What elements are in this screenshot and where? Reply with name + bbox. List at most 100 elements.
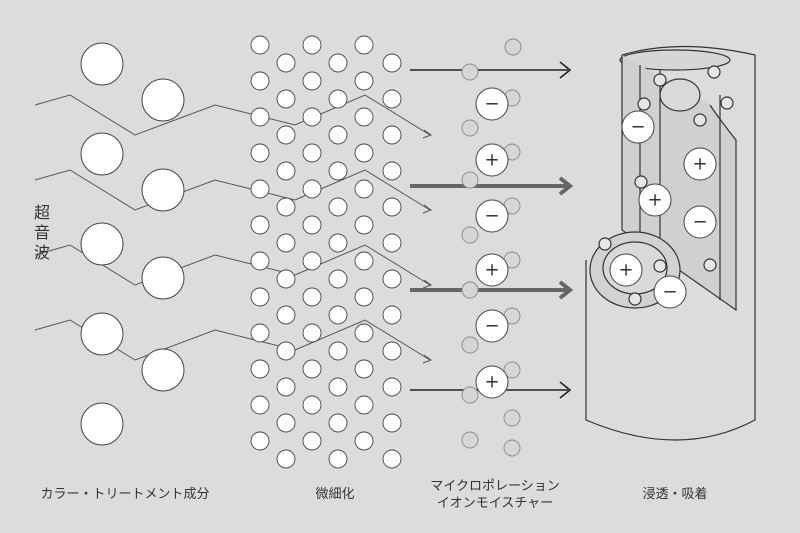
micro-particle (328, 161, 348, 181)
micro-particle (382, 197, 402, 217)
micro-particle (354, 395, 374, 415)
micro-particle (328, 197, 348, 217)
micro-particle (354, 35, 374, 55)
moisture-particle (461, 63, 479, 81)
treatment-component-particles (80, 42, 185, 446)
micro-particle (250, 143, 270, 163)
moisture-particle (461, 171, 479, 189)
micro-particle (250, 323, 270, 343)
micro-particle (250, 179, 270, 199)
stage-label-microporation: マイクロポレーション (430, 479, 560, 494)
micro-particle (250, 395, 270, 415)
ultrasound-wave (34, 169, 431, 211)
plus-sign: + (484, 150, 499, 171)
hair-particle (598, 237, 612, 251)
micro-particle (328, 269, 348, 289)
plus-sign: + (692, 154, 707, 175)
micro-particle (250, 287, 270, 307)
micro-particle (276, 341, 296, 361)
micro-particle (276, 125, 296, 145)
micro-particle (382, 377, 402, 397)
flow-arrow-head (558, 280, 574, 300)
negative-ion (475, 199, 509, 233)
ultrasound-label: 超音波 (31, 204, 50, 264)
treatment-particle (80, 222, 124, 266)
hair-particle (653, 259, 667, 273)
positive-ion (475, 365, 509, 399)
micro-particle (354, 179, 374, 199)
micro-particle (354, 251, 374, 271)
micro-particle (328, 341, 348, 361)
micro-particle (382, 89, 402, 109)
micro-particle (302, 215, 322, 235)
minus-sign: − (484, 316, 499, 337)
plus-sign: + (647, 190, 662, 211)
micro-particle (302, 71, 322, 91)
negative-ion (621, 110, 655, 144)
micro-particle (382, 125, 402, 145)
micro-particle (328, 233, 348, 253)
micro-particle (382, 53, 402, 73)
moisture-particle (461, 119, 479, 137)
wave-arrowhead (422, 354, 433, 364)
micro-particle (276, 161, 296, 181)
micro-particle (382, 413, 402, 433)
minus-sign: − (630, 117, 645, 138)
micro-particle (354, 359, 374, 379)
treatment-particle (141, 168, 185, 212)
micro-particle (354, 431, 374, 451)
hair-cross-section (585, 45, 756, 441)
micro-particle (382, 449, 402, 469)
moisture-particle (461, 226, 479, 244)
micro-particle (250, 359, 270, 379)
moisture-particle (461, 281, 479, 299)
flow-arrow-head (559, 381, 572, 399)
plus-sign: + (618, 260, 633, 281)
micro-particle (382, 233, 402, 253)
micro-particle (328, 449, 348, 469)
micro-particle (276, 233, 296, 253)
moisture-particle (504, 38, 522, 56)
micro-particle (354, 287, 374, 307)
micro-particle (328, 305, 348, 325)
hair-particle (703, 258, 717, 272)
micro-particle (382, 161, 402, 181)
absorbed-ions: −++−+− (609, 110, 717, 309)
stage-label-micronize: 微細化 (315, 487, 355, 502)
micro-particle (276, 269, 296, 289)
ultrasound-wave (34, 319, 431, 361)
minus-sign: − (692, 212, 707, 233)
treatment-particle (80, 402, 124, 446)
treatment-particle (141, 348, 185, 392)
hair-top-cap (619, 49, 731, 71)
treatment-particle (141, 256, 185, 300)
micro-particle (354, 215, 374, 235)
hair-particle (653, 73, 667, 87)
micro-particle (354, 143, 374, 163)
moisture-particle (461, 336, 479, 354)
negative-ion (653, 275, 687, 309)
hair-outer-shell (585, 45, 756, 441)
ion-moisture-column: −+−+−+ (461, 38, 522, 457)
hair-particle (693, 113, 707, 127)
flow-arrow-head (559, 61, 572, 79)
moisture-particle (461, 431, 479, 449)
micro-particle (302, 287, 322, 307)
hair-particle (634, 175, 648, 189)
minus-sign: − (484, 94, 499, 115)
ultrasound-waves (34, 94, 433, 364)
moisture-particle (503, 361, 521, 379)
micro-particle (302, 143, 322, 163)
stage-label-absorption: 浸透・吸着 (642, 487, 708, 502)
treatment-particle (80, 42, 124, 86)
minus-sign: − (484, 206, 499, 227)
wave-arrowhead (422, 279, 433, 289)
micronized-particles (250, 35, 402, 469)
micro-particle (302, 35, 322, 55)
micro-particle (328, 125, 348, 145)
micro-particle (302, 359, 322, 379)
hair-particle (707, 65, 721, 79)
micro-particle (328, 413, 348, 433)
